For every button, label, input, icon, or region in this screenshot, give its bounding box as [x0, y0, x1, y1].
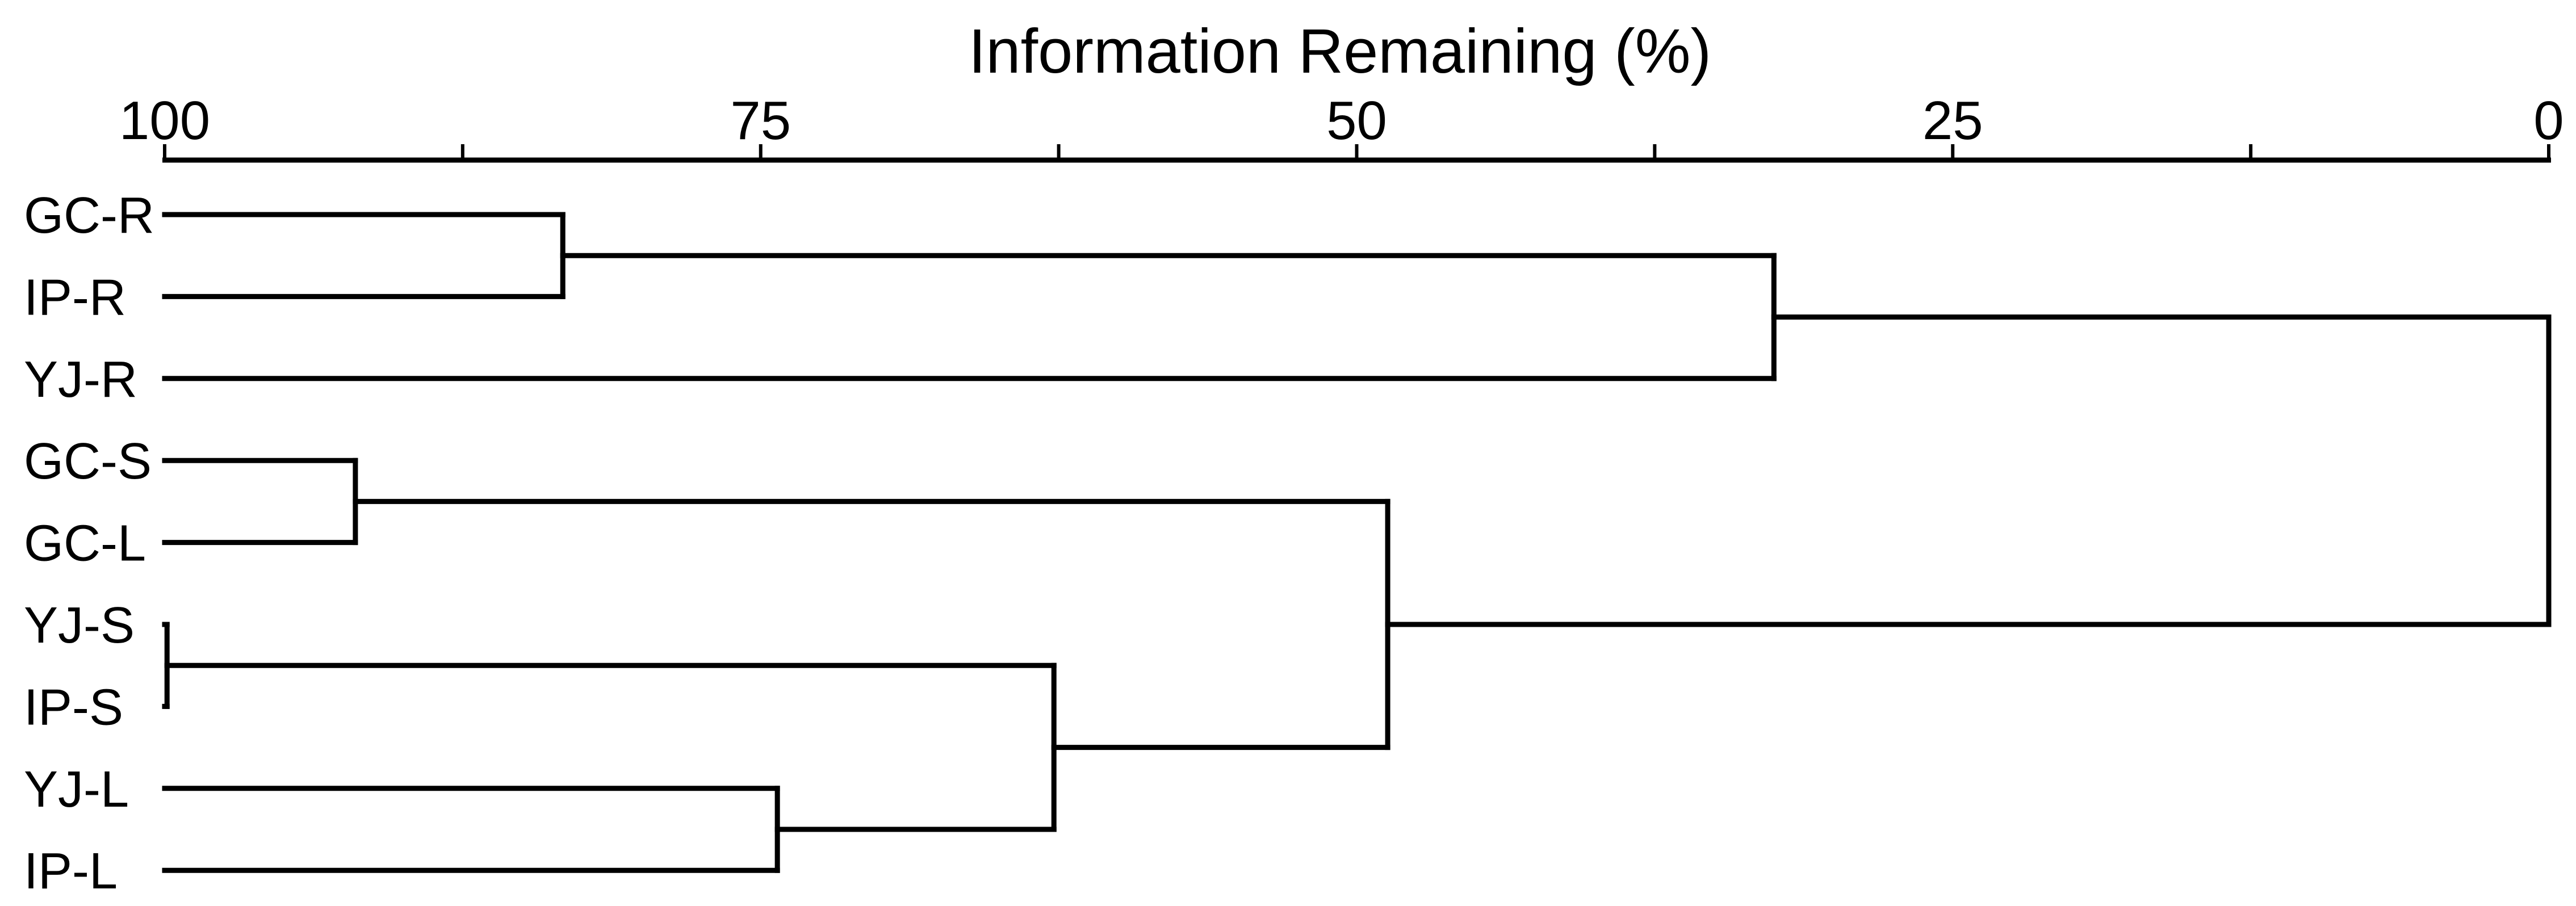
axis-title: Information Remaining (%) [969, 16, 1711, 86]
leaf-labels: GC-R IP-R YJ-R GC-S GC-L YJ-S IP-S YJ-L IP-L [24, 187, 154, 900]
leaf-label-YJ-R: YJ-R [24, 351, 137, 408]
leaf-label-GC-R: GC-R [24, 187, 154, 244]
dendrogram-tree [162, 212, 2552, 873]
leaf-label-IP-R: IP-R [24, 269, 126, 326]
axis-tick-label-100: 100 [119, 90, 210, 151]
axis-tick-label-0: 0 [2533, 90, 2564, 151]
axis-tick-label-75: 75 [730, 90, 791, 151]
axis-tick-label-25: 25 [1922, 90, 1983, 151]
leaf-label-IP-S: IP-S [24, 679, 123, 736]
leaf-label-YJ-L: YJ-L [24, 761, 129, 818]
axis: 100 75 50 25 0 [119, 90, 2564, 163]
leaf-label-GC-L: GC-L [24, 515, 146, 572]
axis-tick-label-50: 50 [1326, 90, 1387, 151]
leaf-label-IP-L: IP-L [24, 843, 118, 900]
leaf-label-YJ-S: YJ-S [24, 597, 135, 654]
leaf-label-GC-S: GC-S [24, 433, 152, 490]
